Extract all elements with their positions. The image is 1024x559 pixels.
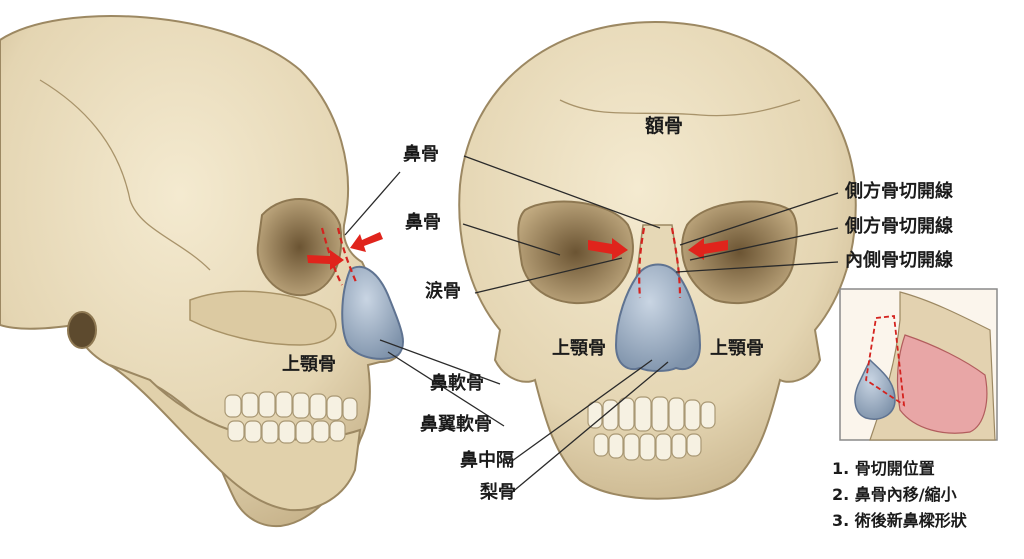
inset-osteotomy-outline [865,315,906,407]
lateral-arrow-left [307,250,344,270]
legend-item-2: 2. 鼻骨內移/縮小 [832,485,957,504]
label-front-maxilla-left: 上顎骨 [552,338,606,359]
label-center-nasal-bone: 鼻骨 [405,212,441,233]
frontal-arrow-right [688,238,728,260]
lateral-zygoma [189,290,337,346]
inset-cartilage [854,358,896,420]
label-alar-cartilage: 鼻翼軟骨 [420,414,492,435]
lateral-teeth [224,391,358,444]
frontal-orbit-left [517,200,634,305]
label-side-maxilla: 上顎骨 [282,354,336,375]
legend-item-1: 1. 骨切開位置 [832,459,935,478]
label-lateral-osteotomy-2: 側方骨切開線 [845,216,953,237]
lateral-ear-canal [67,311,97,349]
label-frontal-bone: 額骨 [645,115,684,137]
label-septum: 鼻中隔 [460,450,514,471]
legend-item-3: 3. 術後新鼻樑形狀 [832,511,967,530]
label-vomer: 梨骨 [480,482,516,503]
label-front-maxilla-right: 上顎骨 [710,338,764,359]
label-side-nasal-bone: 鼻骨 [403,144,439,165]
inset-mucosa [896,334,988,434]
frontal-suture [559,99,801,117]
lateral-nasal-cartilage [341,265,405,360]
frontal-orbit-right [681,200,798,305]
leader-lines [344,155,839,495]
lateral-osteotomy-line-2 [336,227,358,283]
label-lateral-cartilage: 鼻軟骨 [430,373,484,394]
frontal-osteotomy-left [638,227,646,299]
lateral-suture [39,79,211,271]
lateral-arrow-right [350,232,383,252]
lateral-skull [0,15,405,528]
frontal-skull [458,20,857,500]
frontal-arrow-left [588,238,628,260]
label-lacrimal-bone: 涙骨 [425,281,461,302]
legend: 1. 骨切開位置 2. 鼻骨內移/縮小 3. 術後新鼻樑形狀 [832,456,967,534]
label-lateral-osteotomy-1: 側方骨切開線 [845,181,953,202]
frontal-teeth [587,396,716,461]
inset-sagittal-view [839,288,998,441]
frontal-osteotomy-right [670,227,682,299]
label-medial-osteotomy: 內側骨切開線 [845,250,953,271]
lateral-orbit [256,198,343,297]
